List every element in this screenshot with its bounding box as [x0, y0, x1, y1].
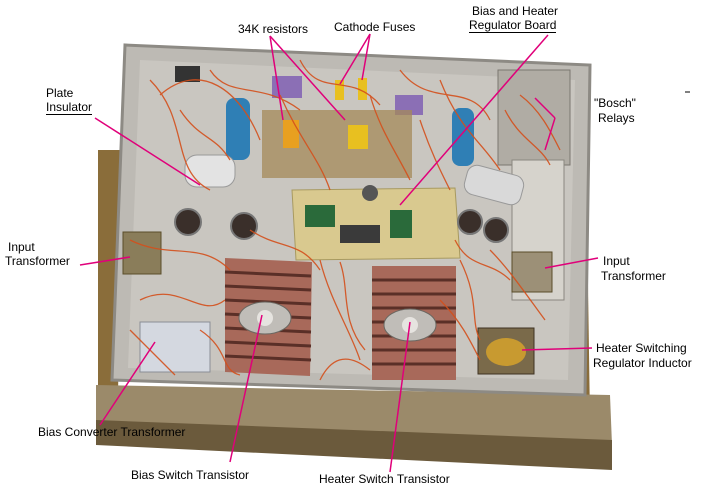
leader-heater-switch	[389, 321, 411, 473]
resistor-1	[283, 120, 299, 148]
label-heater-switch-transistor: Heater Switch Transistor	[319, 472, 450, 486]
label-bias-switch-transistor: Bias Switch Transistor	[131, 468, 250, 482]
front-panel-lower	[96, 420, 612, 470]
label-input-transformer-right-line1: Input	[603, 254, 630, 268]
fuse-1	[335, 80, 344, 100]
label-bias-converter-transformer: Bias Converter Transformer	[38, 425, 186, 439]
label-cathode-fuses: Cathode Fuses	[334, 20, 416, 34]
leader-bias-converter	[99, 341, 156, 426]
fuse-2	[358, 78, 367, 100]
leader-input-left	[79, 256, 131, 266]
leader-34k-a	[269, 35, 284, 121]
label-bosch-relays-line1: "Bosch"	[594, 96, 636, 110]
leader-input-right	[544, 257, 599, 269]
leader-fuse-a	[339, 33, 371, 85]
connector	[175, 66, 200, 82]
leader-fuse-b	[361, 33, 371, 81]
label-plate-insulator-line1: Plate	[46, 86, 74, 100]
tube-socket-4	[483, 217, 509, 243]
board-chip-2	[340, 225, 380, 243]
label-34k-resistors: 34K resistors	[238, 22, 309, 36]
capacitor-2	[452, 108, 474, 166]
label-heater-inductor-line1: Heater Switching	[596, 341, 687, 355]
leader-board	[399, 34, 549, 206]
leader-plate	[94, 117, 201, 186]
label-input-transformer-left-line1: Input	[8, 240, 35, 254]
label-heater-inductor-line2: Regulator Inductor	[593, 356, 692, 370]
input-transformer-right-body	[511, 251, 553, 293]
resistor-2	[348, 125, 368, 149]
leader-bosch-a	[534, 97, 556, 119]
label-input-transformer-right-line2: Transformer	[601, 269, 666, 283]
bias-converter-transformer-body	[139, 321, 211, 373]
label-bias-heater-board-line1: Bias and Heater	[472, 4, 559, 18]
heatsink-right	[372, 266, 456, 380]
input-transformer-left-body	[122, 231, 162, 275]
tube-socket-1	[174, 208, 202, 236]
label-input-transformer-left-line2: Transformer	[5, 254, 70, 268]
label-bosch-relays-line2: Relays	[598, 111, 635, 125]
tube-socket-3	[457, 209, 483, 235]
heatsink-left	[224, 258, 312, 376]
capacitor-1	[226, 98, 250, 160]
leader-34k-b	[269, 35, 346, 121]
label-bias-heater-board-line2: Regulator Board	[469, 18, 557, 33]
board-chip-1	[305, 205, 335, 227]
capacitor-3	[184, 154, 236, 188]
board-cap	[362, 185, 378, 201]
leader-inductor	[521, 347, 593, 351]
tube-socket-2	[230, 212, 258, 240]
wiring	[129, 59, 561, 381]
capacitor-4	[463, 164, 525, 206]
relay-box	[497, 69, 571, 166]
heater-inductor-coil	[486, 338, 526, 366]
board-chip-3	[390, 210, 412, 238]
leader-lines	[79, 33, 599, 473]
leader-bias-switch	[229, 314, 263, 463]
label-plate-insulator-line2: Insulator	[46, 100, 93, 115]
leader-bosch-b	[544, 117, 556, 151]
